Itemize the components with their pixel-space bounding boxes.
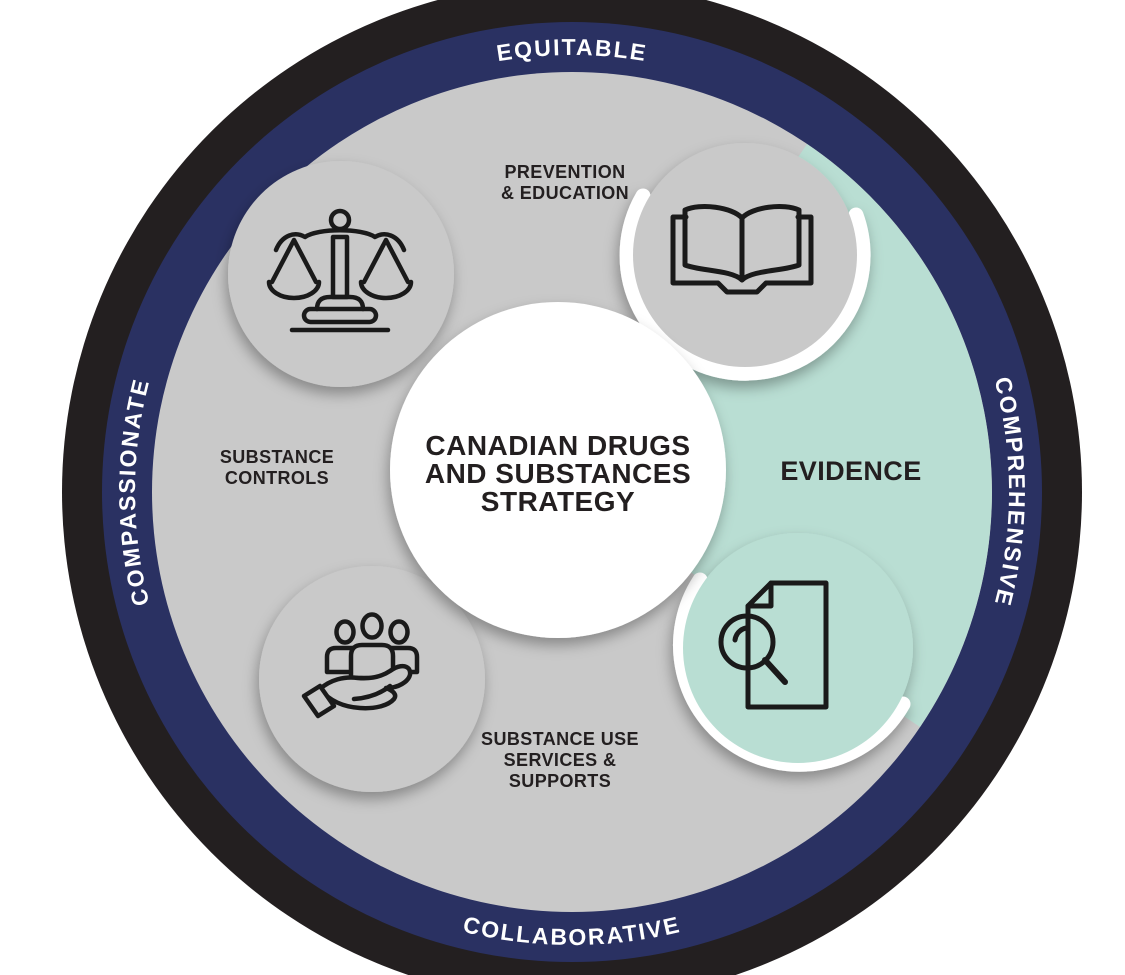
evidence-bump-circle [683, 533, 913, 763]
evidence-bump-halo [673, 572, 911, 772]
prevention-bump-halo [619, 188, 871, 381]
controls-label-line1: SUBSTANCE [220, 447, 334, 467]
magnifier-lens [718, 613, 776, 671]
services-label: SUBSTANCE USE SERVICES & SUPPORTS [481, 729, 639, 791]
evidence-label: EVIDENCE [780, 456, 921, 486]
prevention-bump-circle [633, 143, 857, 367]
prevention-label-line2: & EDUCATION [501, 183, 629, 203]
services-label-line3: SUPPORTS [509, 771, 611, 791]
controls-label-line2: CONTROLS [225, 468, 329, 488]
hand-supporting-people-icon [301, 612, 420, 719]
open-book-icon [670, 204, 814, 295]
prevention-label: PREVENTION & EDUCATION [501, 162, 629, 203]
document-magnifier-icon [718, 580, 829, 710]
center-title: CANADIAN DRUGS AND SUBSTANCES STRATEGY [425, 430, 691, 517]
prevention-bump [619, 143, 871, 381]
balance-scales-icon [266, 208, 414, 333]
center-title-line1: CANADIAN DRUGS [425, 430, 690, 461]
center-title-line2: AND SUBSTANCES [425, 458, 691, 489]
center-title-line3: STRATEGY [481, 486, 635, 517]
controls-bump-circle [228, 161, 454, 387]
services-label-line2: SERVICES & [504, 750, 617, 770]
services-label-line1: SUBSTANCE USE [481, 729, 639, 749]
controls-label: SUBSTANCE CONTROLS [220, 447, 334, 488]
evidence-bump [673, 533, 913, 772]
prevention-label-line1: PREVENTION [504, 162, 625, 182]
center-circle [390, 302, 726, 638]
